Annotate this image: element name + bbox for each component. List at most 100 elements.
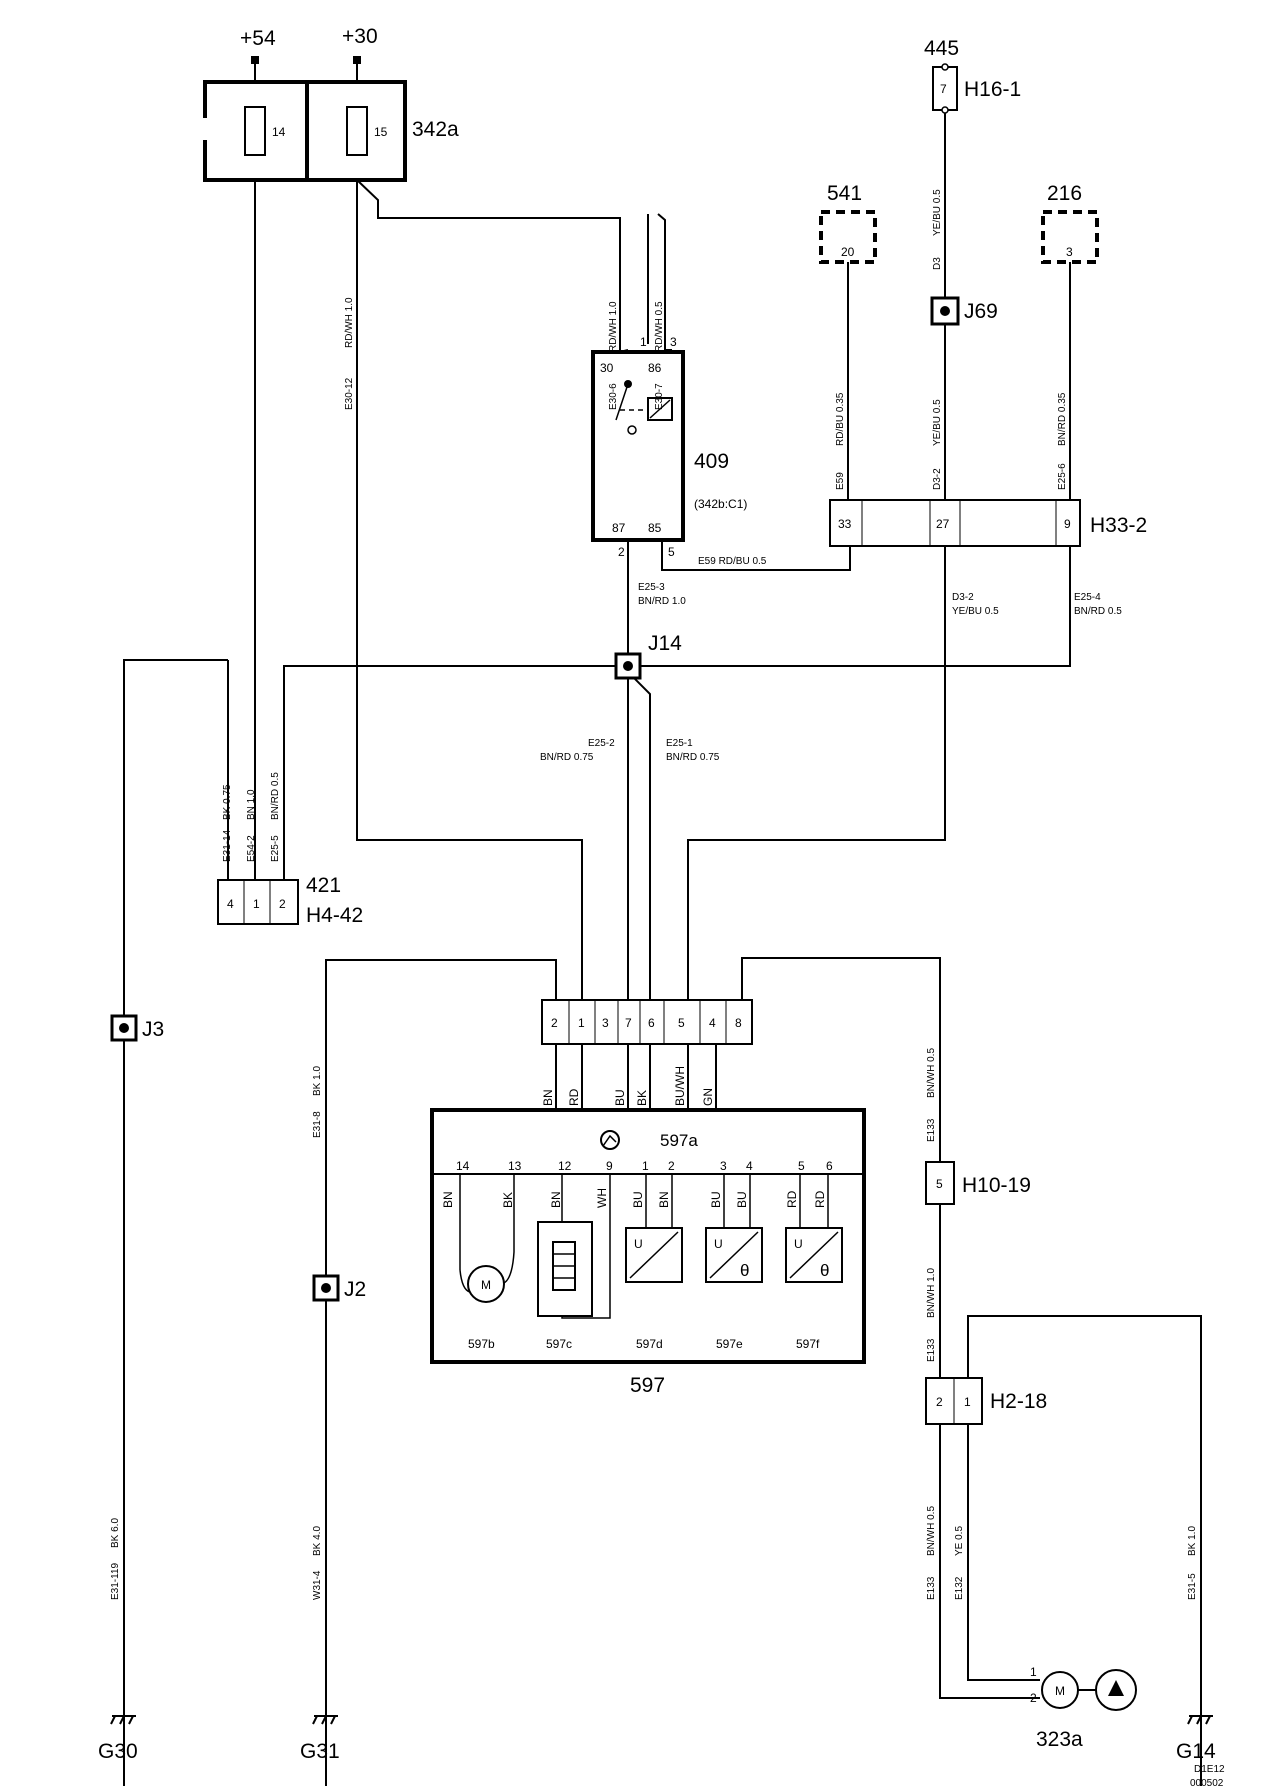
unit-color-3: BN bbox=[549, 1191, 563, 1208]
connector-h2-18: 2 1 H2-18 bbox=[925, 1377, 1047, 1425]
wl-e132-spec: YE 0.5 bbox=[954, 1526, 965, 1556]
main-color-rd: RD bbox=[567, 1088, 581, 1106]
wl-e31-5-spec: BK 1.0 bbox=[1187, 1526, 1198, 1556]
drawing-code-2: 000502 bbox=[1190, 1778, 1224, 1789]
wl-e25-3-spec: BN/RD 1.0 bbox=[638, 596, 686, 607]
wl-e59-spec: RD/BU 0.35 bbox=[835, 392, 846, 446]
wl-e132: E132 bbox=[954, 1576, 965, 1600]
label-h4-42: H4-42 bbox=[306, 904, 363, 927]
pump-pin-1: 1 bbox=[1030, 1665, 1037, 1679]
unit-color-8: BU bbox=[735, 1191, 749, 1208]
label-597e: 597e bbox=[716, 1337, 743, 1351]
wl-e25-2: E25-2 bbox=[588, 738, 615, 749]
wl-e25-6-spec: BN/RD 0.35 bbox=[1057, 392, 1068, 446]
h218-pin-2: 2 bbox=[936, 1395, 943, 1409]
h442-pin-2: 2 bbox=[279, 897, 286, 911]
wl-e31-8: E31-8 bbox=[312, 1111, 323, 1138]
pump-pin-2: 2 bbox=[1030, 1691, 1037, 1705]
wl-e25-3: E25-3 bbox=[638, 582, 665, 593]
wl-e30-7-spec: RD/WH 0.5 bbox=[654, 301, 665, 352]
h33-pin-33: 33 bbox=[838, 517, 852, 531]
wl-e30-7: E30-7 bbox=[654, 383, 665, 410]
unit-pin-12: 12 bbox=[558, 1159, 572, 1173]
unit-597: 597a 14 13 12 9 1 2 3 4 5 6 BN BK BN WH … bbox=[430, 1108, 866, 1397]
component-541: 20 541 bbox=[819, 182, 877, 264]
label-g30: G30 bbox=[98, 1740, 138, 1763]
drawing-code-1: D1E12 bbox=[1194, 1764, 1225, 1775]
pump-323a: M 1 2 323a bbox=[1030, 1665, 1137, 1751]
main-pin-6: 6 bbox=[648, 1016, 655, 1030]
splice-j69: J69 bbox=[930, 296, 998, 326]
unit-color-7: BU bbox=[709, 1191, 723, 1208]
main-color-gn: GN bbox=[701, 1088, 715, 1106]
unit-pin-14: 14 bbox=[456, 1159, 470, 1173]
label-597d: 597d bbox=[636, 1337, 663, 1351]
wl-e31-119-spec: BK 6.0 bbox=[110, 1518, 121, 1548]
wires bbox=[123, 60, 1202, 1786]
unit-pin-3: 3 bbox=[720, 1159, 727, 1173]
pin-3: 3 bbox=[1066, 245, 1073, 259]
wl-e31-14-spec: BK 0.75 bbox=[222, 784, 233, 820]
relay-wire-pin-5: 5 bbox=[668, 545, 675, 559]
h442-pin-1: 1 bbox=[253, 897, 260, 911]
wl-e30-6-spec: RD/WH 1.0 bbox=[608, 301, 619, 352]
wire-labels: E30-12 RD/WH 1.0 E30-6 RD/WH 1.0 E30-7 R… bbox=[110, 189, 1198, 1600]
unit-pin-4: 4 bbox=[746, 1159, 753, 1173]
connector-h4-42: 4 1 2 421 H4-42 bbox=[217, 874, 363, 927]
wl-e25-5-spec: BN/RD 0.5 bbox=[270, 772, 281, 820]
unit-pin-5: 5 bbox=[798, 1159, 805, 1173]
wl-w31-4: W31-4 bbox=[312, 1570, 323, 1600]
wl-w31-4-spec: BK 4.0 bbox=[312, 1526, 323, 1556]
wl-e25-5: E25-5 bbox=[270, 835, 281, 862]
wl-e31-14: E31-14 bbox=[222, 829, 233, 862]
u-d: U bbox=[634, 1237, 643, 1251]
unit-color-9: RD bbox=[785, 1190, 799, 1208]
wl-d3: D3 bbox=[932, 257, 943, 270]
label-h2-18: H2-18 bbox=[990, 1390, 1047, 1413]
unit-color-2: BK bbox=[501, 1192, 515, 1208]
label-323a: 323a bbox=[1036, 1728, 1083, 1751]
motor-symbol-b: M bbox=[481, 1278, 491, 1292]
wl-d3-2b: D3-2 bbox=[952, 592, 974, 603]
label-597b: 597b bbox=[468, 1337, 495, 1351]
fusebox-342a: 14 15 +54 +30 342a bbox=[198, 25, 459, 182]
label-g14: G14 bbox=[1176, 1740, 1216, 1763]
pump-motor-symbol: M bbox=[1055, 1684, 1065, 1698]
main-color-bu: BU bbox=[613, 1089, 627, 1106]
unit-pin-2: 2 bbox=[668, 1159, 675, 1173]
ground-g31: G31 bbox=[300, 1715, 340, 1763]
wl-e30-12: E30-12 bbox=[344, 377, 355, 410]
relay-409: 30 86 87 85 1 3 2 5 409 (342b:C1) bbox=[591, 335, 747, 559]
wl-e59: E59 bbox=[835, 472, 846, 490]
wl-e30-6: E30-6 bbox=[608, 383, 619, 410]
unit-pin-6: 6 bbox=[826, 1159, 833, 1173]
connector-h16-1: 7 445 H16-1 bbox=[924, 37, 1021, 114]
wl-e25-1: E25-1 bbox=[666, 738, 693, 749]
relay-pin-87: 87 bbox=[612, 521, 626, 535]
relay-wire-pin-2: 2 bbox=[618, 545, 625, 559]
label-541: 541 bbox=[827, 182, 862, 205]
theta-f: θ bbox=[820, 1261, 829, 1280]
main-color-bn: BN bbox=[541, 1089, 555, 1106]
supply-54-label: +54 bbox=[240, 27, 276, 50]
wl-e133b-spec: BN/WH 1.0 bbox=[926, 1268, 937, 1318]
component-216: 3 216 bbox=[1041, 182, 1099, 264]
main-pin-2: 2 bbox=[551, 1016, 558, 1030]
splice-j2: J2 bbox=[312, 1274, 366, 1302]
unit-pin-13: 13 bbox=[508, 1159, 522, 1173]
unit-color-6: BN bbox=[657, 1191, 671, 1208]
motor-icon bbox=[467, 1265, 505, 1303]
h218-pin-1: 1 bbox=[964, 1395, 971, 1409]
unit-color-5: BU bbox=[631, 1191, 645, 1208]
label-445: 445 bbox=[924, 37, 959, 60]
fuse-15-label: 15 bbox=[374, 125, 388, 139]
fuse-14-label: 14 bbox=[272, 125, 286, 139]
splice-j14: J14 bbox=[614, 632, 682, 680]
wl-e25-2-spec: BN/RD 0.75 bbox=[540, 752, 594, 763]
label-216: 216 bbox=[1047, 182, 1082, 205]
ground-g30: G30 bbox=[98, 1715, 138, 1763]
wl-e31-5: E31-5 bbox=[1187, 1573, 1198, 1600]
main-color-buwh: BU/WH bbox=[673, 1066, 687, 1106]
main-pin-5: 5 bbox=[678, 1016, 685, 1030]
label-h33-2: H33-2 bbox=[1090, 514, 1147, 537]
